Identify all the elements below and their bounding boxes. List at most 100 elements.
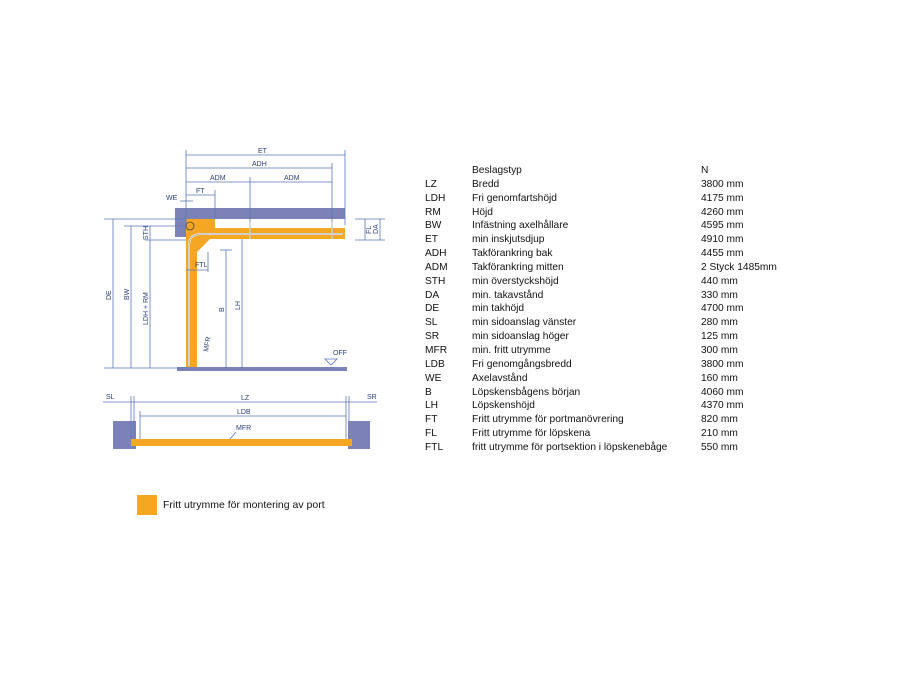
label-ldb: LDB [237, 409, 251, 416]
row-desc: min takhöjd [472, 303, 525, 315]
table-row: BW Infästning axelhållare 4595 mm [425, 219, 777, 233]
table-row: ADM Takförankring mitten 2 Styck 1485mm [425, 261, 777, 275]
label-ftl: FTL [195, 262, 208, 269]
row-code: WE [425, 372, 442, 384]
label-adh: ADH [252, 161, 267, 168]
row-value: 300 mm [701, 344, 738, 356]
row-code: ET [425, 234, 439, 246]
table-row: DE min takhöjd 4700 mm [425, 302, 777, 316]
table-row: FT Fritt utrymme för portmanövrering 820 m… [425, 413, 777, 427]
row-code: FL [425, 428, 437, 440]
header-value: N [701, 165, 709, 176]
row-desc: min sidoanslag vänster [472, 317, 577, 329]
row-value: 330 mm [701, 289, 738, 301]
row-code: RM [425, 206, 441, 218]
lintel-wall [175, 208, 186, 237]
row-value: 4700 mm [701, 303, 744, 315]
label-sl: SL [106, 394, 115, 401]
row-desc: min överstyckshöjd [472, 275, 559, 287]
row-code: FT [425, 414, 438, 426]
floor [177, 367, 347, 371]
label-ldh-rm: LDH + RM [143, 292, 150, 325]
table-row: LDB Fri genomgångsbredd 3800 mm [425, 358, 777, 372]
row-code: LZ [425, 178, 437, 190]
row-value: 3800 mm [701, 358, 744, 370]
row-code: DA [425, 289, 440, 301]
label-mfr-plan: MFR [236, 425, 251, 432]
row-code: LDH [425, 192, 446, 204]
header-desc: Beslagstyp [472, 165, 522, 176]
row-value: 4060 mm [701, 386, 744, 398]
row-desc: Takförankring mitten [472, 261, 564, 273]
row-value: 210 mm [701, 428, 738, 440]
label-b: B [219, 307, 226, 312]
row-desc: Höjd [472, 206, 493, 218]
row-value: 550 mm [701, 441, 738, 453]
label-sth: STH [143, 226, 150, 240]
row-value: 125 mm [701, 331, 738, 343]
legend-label: Fritt utrymme för montering av port [163, 499, 325, 511]
table-header: Beslagstyp N [425, 164, 777, 178]
row-value: 2 Styck 1485mm [701, 261, 777, 273]
table-row: RM Höjd 4260 mm [425, 206, 777, 220]
row-value: 4260 mm [701, 206, 744, 218]
table-row: DA min. takavstånd 330 mm [425, 289, 777, 303]
track [188, 233, 343, 366]
row-value: 820 mm [701, 414, 738, 426]
row-desc: Löpskensbågens början [472, 386, 581, 398]
wall-left [113, 421, 136, 449]
legend-swatch [137, 495, 157, 515]
label-bw: BW [124, 288, 131, 300]
row-desc: fritt utrymme för portsektion i löpskene… [472, 441, 668, 453]
table-row: SR min sidoanslag höger 125 mm [425, 330, 777, 344]
row-code: DE [425, 303, 440, 315]
floor-level-arrow-icon [324, 358, 338, 366]
row-desc: Takförankring bak [472, 248, 553, 260]
row-code: LH [425, 400, 439, 412]
row-desc: Infästning axelhållare [472, 220, 569, 232]
row-code: ADH [425, 248, 447, 260]
label-off: OFF [333, 350, 347, 357]
label-lz: LZ [241, 395, 250, 402]
label-de: DE [106, 290, 113, 300]
row-desc: Fritt utrymme för portmanövrering [472, 414, 624, 426]
row-value: 4910 mm [701, 234, 744, 246]
row-value: 160 mm [701, 372, 738, 384]
row-desc: Fri genomfartshöjd [472, 192, 557, 204]
row-desc: min sidoanslag höger [472, 331, 569, 343]
label-lh: LH [235, 301, 242, 310]
row-code: STH [425, 275, 446, 287]
ceiling-slab [175, 208, 345, 219]
label-da: DA [373, 224, 380, 234]
row-desc: Fri genomgångsbredd [472, 358, 572, 370]
row-desc: Löpskenshöjd [472, 400, 535, 412]
row-code: SR [425, 331, 440, 343]
free-space-plan [131, 439, 352, 446]
header-code [425, 164, 472, 178]
label-et: ET [258, 148, 268, 155]
row-value: 4595 mm [701, 220, 744, 232]
label-we: WE [166, 195, 178, 202]
wall-right [348, 421, 370, 449]
label-adm-2: ADM [284, 175, 300, 182]
label-fl: FL [366, 226, 373, 234]
row-desc: min. takavstånd [472, 289, 544, 301]
row-code: B [425, 386, 432, 398]
row-code: MFR [425, 344, 448, 356]
row-code: ADM [425, 261, 448, 273]
row-code: LDB [425, 358, 445, 370]
row-value: 440 mm [701, 275, 738, 287]
row-code: BW [425, 220, 442, 232]
label-ft: FT [196, 188, 205, 195]
